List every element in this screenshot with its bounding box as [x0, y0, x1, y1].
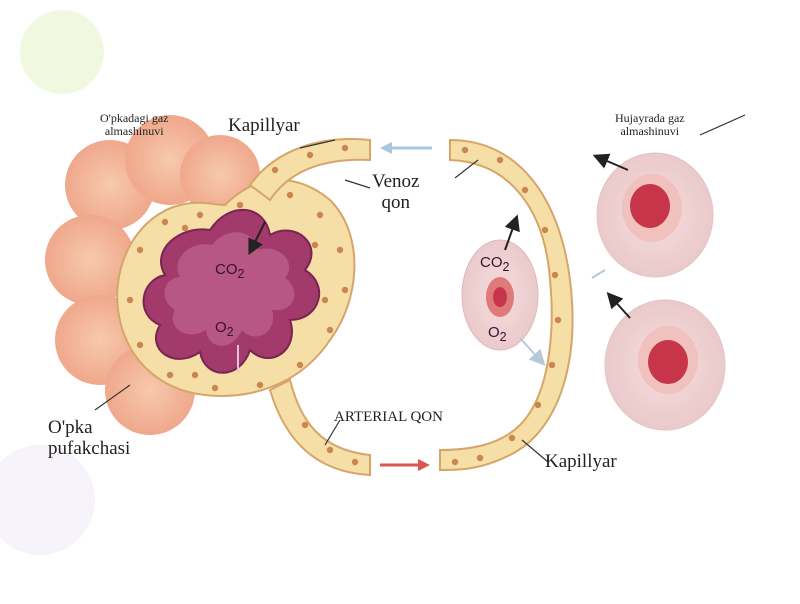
leader-lines: [94, 114, 746, 463]
background-decoration: [0, 445, 95, 555]
arterial-flow-arrow: [380, 459, 430, 471]
o2-label-lung: O2: [215, 319, 234, 339]
tissue-cell-bottom: [604, 299, 726, 431]
blood-cell-dot: [136, 246, 144, 254]
blood-cell-dot: [296, 361, 304, 369]
o2-arrow-tissue: [519, 337, 546, 366]
blood-cell-dot: [508, 434, 516, 442]
alveolus-label: O'pka pufakchasi: [48, 417, 131, 459]
blood-cell-dot: [341, 286, 349, 294]
blood-cell-dot: [181, 224, 189, 232]
co2-label-lung: CO2: [215, 261, 245, 281]
blood-cell-dot: [196, 211, 204, 219]
co2-arrow-lung: [248, 221, 266, 256]
blood-cell-dot: [126, 296, 134, 304]
blood-cell-dot: [236, 201, 244, 209]
blood-cell-dot: [306, 151, 314, 159]
blood-cell-dot: [548, 361, 556, 369]
tissue-cell-top: [596, 152, 714, 278]
tissue-gas-exchange-label: Hujayrada gaz almashinuvi: [615, 111, 685, 139]
blood-cell-dot: [541, 226, 549, 234]
tissue-cell-small: [461, 239, 539, 351]
blood-cell-dot: [461, 146, 469, 154]
co2-arrow-cell-top: [592, 153, 629, 171]
blood-cell-dot: [136, 341, 144, 349]
blood-cell-dot: [496, 156, 504, 164]
blood-cell-dot: [316, 211, 324, 219]
blood-cell-dot: [534, 401, 542, 409]
blood-cell-dot: [321, 296, 329, 304]
blood-cell-dot: [271, 166, 279, 174]
o2-arrow-cell: [591, 269, 606, 279]
co2-arrow-cell-bottom: [606, 292, 631, 319]
blood-cell-dot: [341, 144, 349, 152]
capillary-bottom-label: Kapillyar: [545, 451, 617, 472]
background-decoration: [20, 10, 104, 94]
blood-cell-dot: [286, 191, 294, 199]
blood-cell-dot: [166, 371, 174, 379]
co2-label-tissue: CO2: [480, 254, 510, 274]
blood-cell-dot: [311, 241, 319, 249]
blood-cell-dot: [476, 454, 484, 462]
co2-arrow-tissue: [504, 214, 520, 251]
blood-cell-dots: [126, 144, 562, 466]
alveolus-air-space: [142, 208, 321, 374]
blood-cell-dot: [211, 384, 219, 392]
venous-flow-arrow: [380, 142, 432, 154]
blood-cell-dot: [336, 246, 344, 254]
lung-gas-exchange-label: O'pkadagi gaz almashinuvi: [100, 111, 169, 139]
blood-cell-dot: [256, 381, 264, 389]
blood-cell-dot: [521, 186, 529, 194]
arterial-blood-label: ARTERIAL QON: [334, 409, 443, 425]
o2-label-tissue: O2: [488, 324, 507, 344]
blood-cell-dot: [326, 326, 334, 334]
blood-cell-dot: [326, 446, 334, 454]
blood-cell-dot: [351, 458, 359, 466]
blood-cell-dot: [301, 421, 309, 429]
blood-cell-dot: [161, 218, 169, 226]
blood-cell-dot: [551, 271, 559, 279]
blood-cell-dot: [451, 458, 459, 466]
venous-blood-label: Venoz qon: [372, 171, 420, 213]
capillary-top-label: Kapillyar: [228, 115, 300, 136]
blood-cell-dot: [554, 316, 562, 324]
blood-cell-dot: [191, 371, 199, 379]
